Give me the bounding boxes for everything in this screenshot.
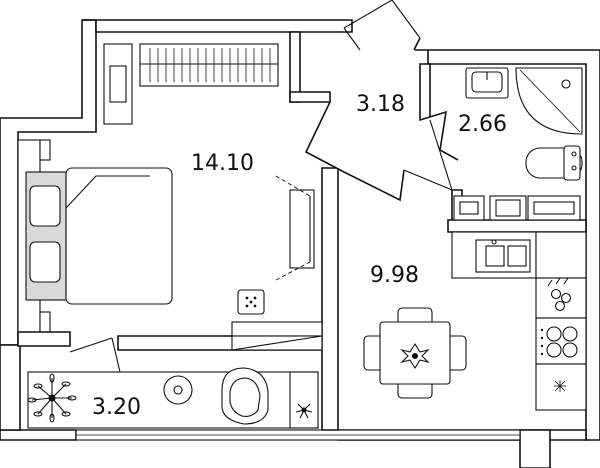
pillow-icon (29, 185, 61, 227)
plant-icon (27, 373, 77, 423)
balcony-door (69, 337, 121, 373)
bath-cabinets (453, 195, 581, 221)
small-plant-icon (295, 403, 313, 419)
room-area-hall: 3.18 (356, 92, 405, 117)
tv-unit (275, 175, 315, 281)
armchair-icon (221, 367, 269, 425)
area-labels: 14.10 3.18 2.66 9.98 3.20 (92, 92, 507, 420)
room-area-bathroom: 2.66 (458, 112, 507, 137)
balcony-cabinet (289, 371, 319, 429)
side-table-icon (163, 375, 193, 405)
wardrobe (139, 43, 279, 87)
bathroom-fixtures (465, 67, 583, 181)
kitchen-counter (451, 231, 587, 411)
pillow-icon (29, 241, 61, 283)
dining-table (363, 307, 467, 399)
room-area-balcony: 3.20 (92, 395, 141, 420)
room-area-living: 14.10 (191, 151, 254, 176)
bed (25, 167, 173, 305)
room-area-kitchen: 9.98 (370, 263, 419, 288)
stove-icon (535, 317, 587, 365)
sideboard (231, 289, 323, 351)
hall-doors (304, 0, 459, 202)
flower-vase-icon (400, 342, 430, 370)
balcony-furniture (27, 367, 319, 429)
